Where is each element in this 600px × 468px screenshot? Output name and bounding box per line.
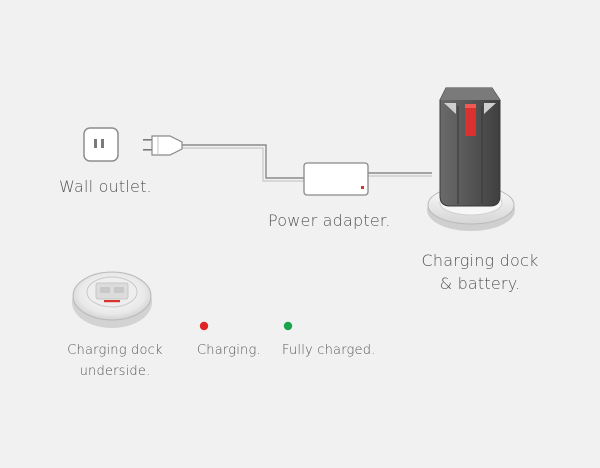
power-cable-inner (180, 147, 304, 182)
wall-outlet-label: Wall outlet. (59, 177, 152, 196)
dock-underside-label: Charging dock underside. (60, 343, 170, 379)
charging-dock-underside-icon (72, 271, 152, 328)
plug-icon (143, 135, 183, 156)
dock-battery-label-line1: Charging dock (421, 251, 539, 270)
power-adapter-label: Power adapter. (268, 211, 391, 230)
dock-battery-label: Charging dock & battery. (410, 251, 550, 293)
wall-outlet-icon (83, 127, 119, 162)
charging-dock-with-battery-icon (427, 87, 515, 231)
charging-indicator-dot (199, 321, 209, 331)
dock-underside-label-line1: Charging dock (67, 343, 163, 358)
power-adapter-icon (303, 162, 369, 196)
dock-battery-label-line2: & battery. (439, 274, 521, 293)
dock-underside-label-line2: underside. (79, 364, 151, 379)
fully-charged-legend-label: Fully charged. (282, 343, 376, 358)
charging-legend-label: Charging. (197, 343, 261, 358)
power-cable (180, 144, 304, 179)
charged-indicator-dot (283, 321, 293, 331)
